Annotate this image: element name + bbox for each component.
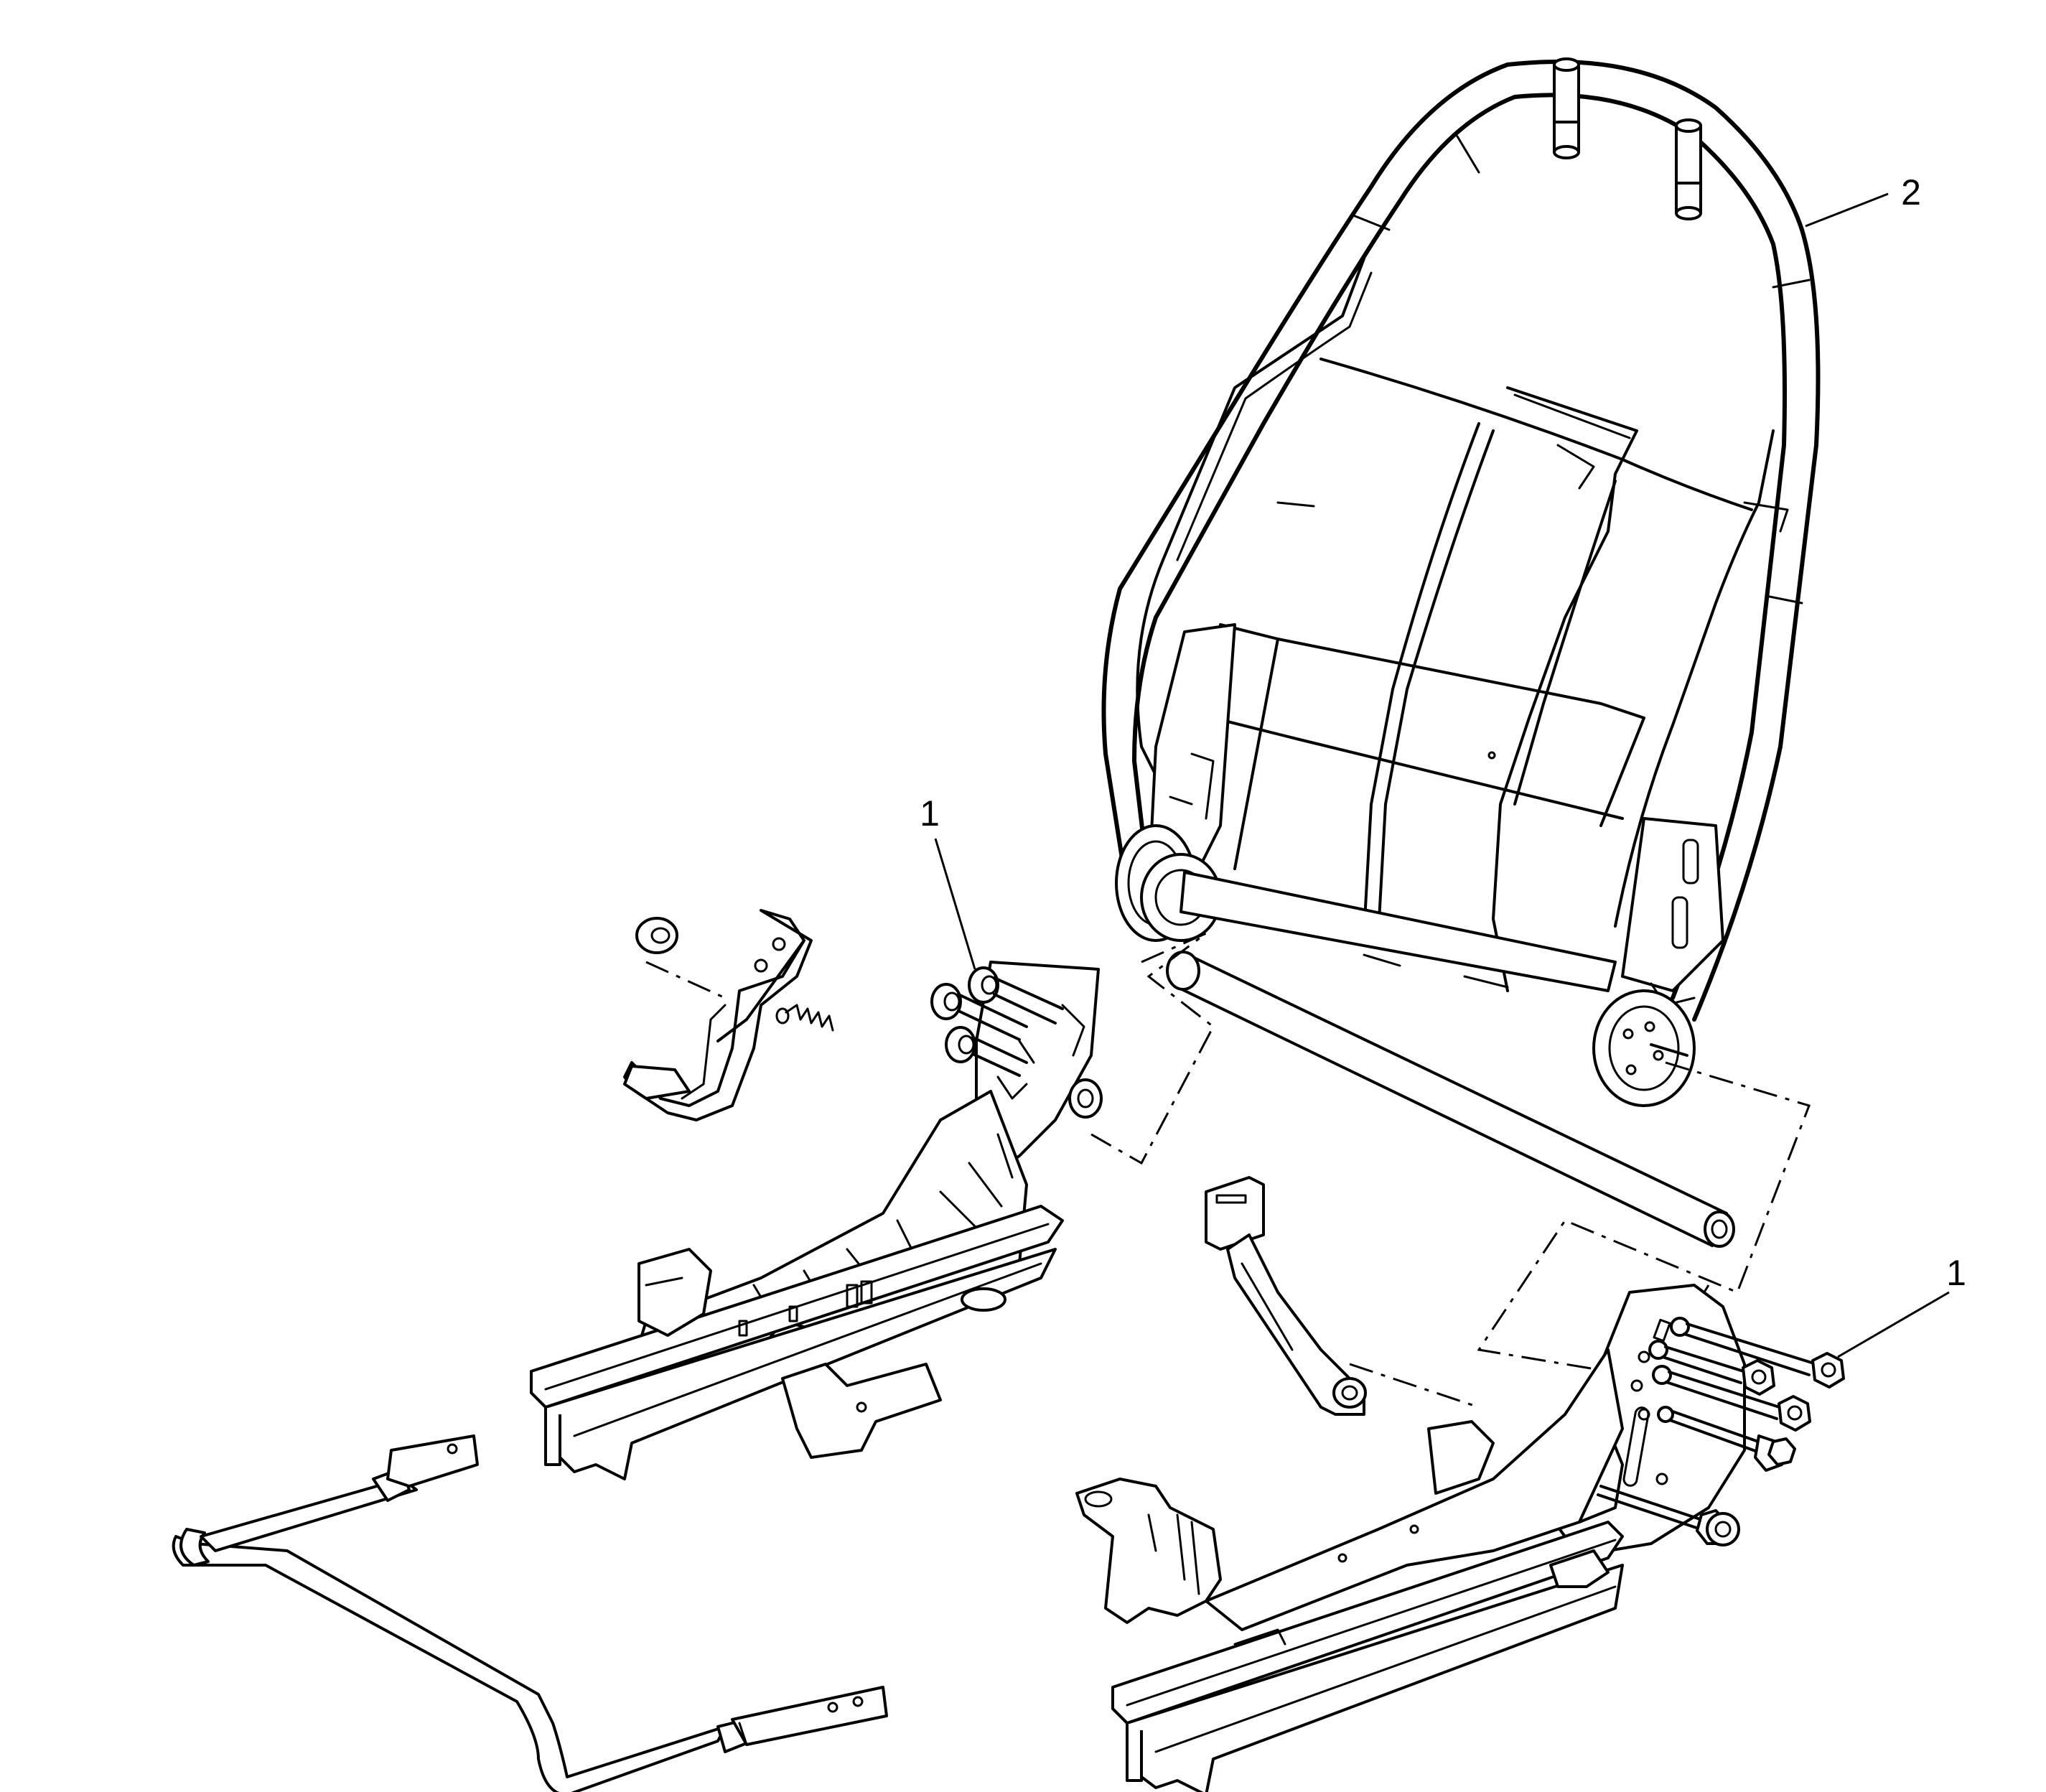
recliner-handle [623, 909, 813, 1121]
seat-belt-buckle [1205, 1176, 1367, 1416]
right-recliner-fasteners [1597, 1317, 1845, 1546]
left-recliner-fasteners [930, 966, 1064, 1077]
callout-1-left: 1 [920, 793, 940, 834]
seat-cushion-brace [172, 1434, 888, 1792]
seat-back-frame [1101, 57, 1821, 1107]
callout-group-2: 2 [1805, 172, 1921, 228]
right-seat-adjuster [1075, 1284, 1746, 1792]
callout-group-1-right: 1 [1837, 1253, 1966, 1358]
callout-group-1-left: 1 [920, 793, 976, 970]
recliner-spring [775, 1004, 834, 1032]
left-seat-adjuster [530, 961, 1103, 1480]
assembly-lines [645, 932, 1811, 1409]
cross-tube [1166, 951, 1735, 1248]
callout-1-right: 1 [1946, 1253, 1966, 1293]
callout-2: 2 [1901, 172, 1921, 213]
